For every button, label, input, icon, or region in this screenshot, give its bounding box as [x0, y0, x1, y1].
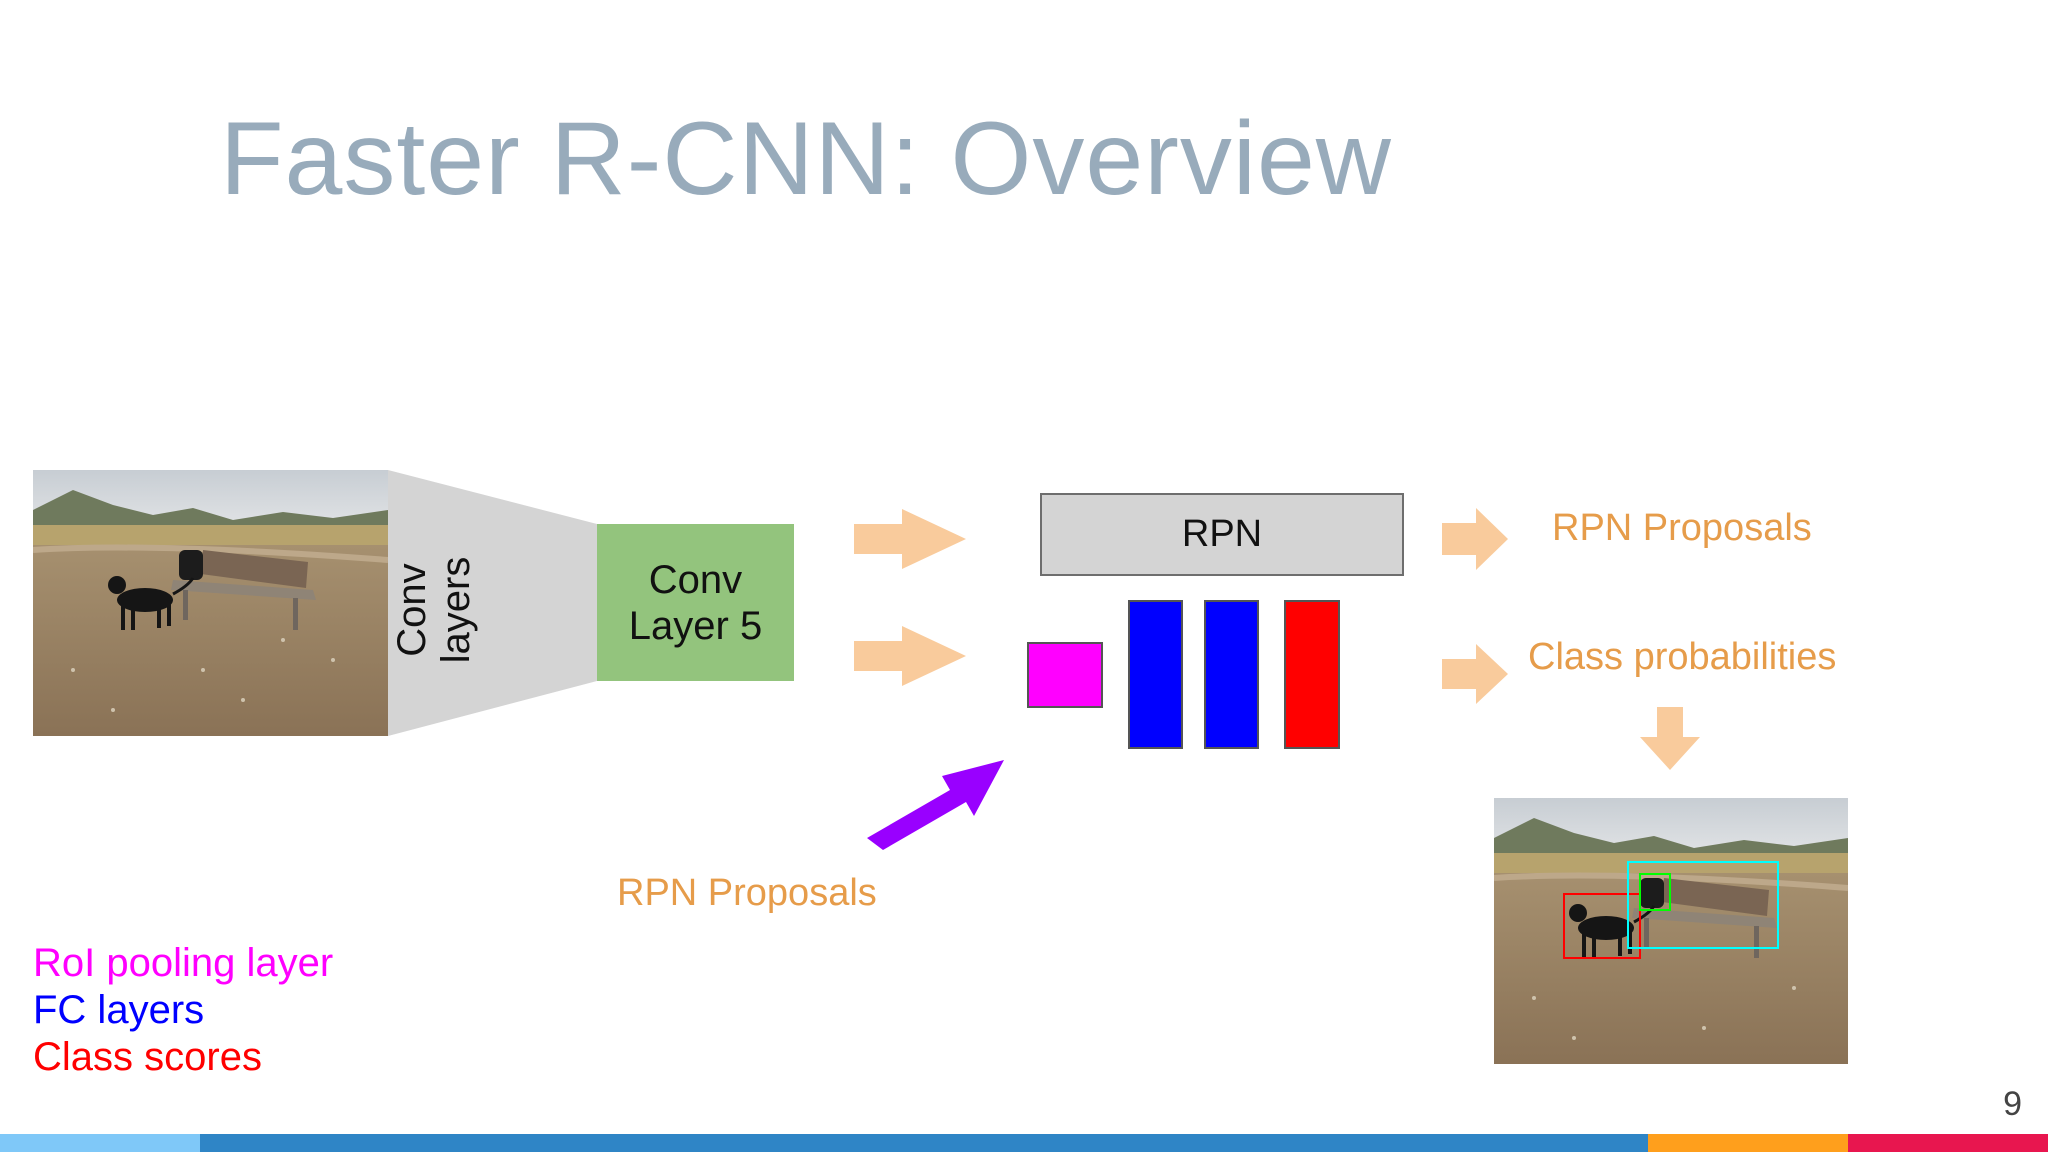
bottom-bar-segment-1	[0, 1134, 200, 1152]
bbox-backpack	[1639, 873, 1671, 911]
conv5-line2: Layer 5	[628, 603, 763, 648]
slide-title: Faster R-CNN: Overview	[220, 101, 1392, 217]
legend-fc-layers: FC layers	[33, 988, 205, 1032]
conv-layer-5-block: Conv Layer 5	[597, 524, 794, 681]
arrow-to-roi	[854, 626, 966, 686]
fc-layer-block-2	[1204, 600, 1259, 749]
legend-class-scores: Class scores	[33, 1035, 262, 1079]
arrow-to-rpn	[854, 509, 966, 569]
conv-layers-trapezoid	[388, 470, 597, 736]
arrow-class-probabilities	[1442, 644, 1508, 704]
conv-layers-line1: Conv	[390, 563, 434, 657]
bbox-dog	[1563, 893, 1641, 959]
legend-roi-pooling: RoI pooling layer	[33, 941, 334, 985]
bottom-bar-segment-4	[1848, 1134, 2048, 1152]
bottom-bar-segment-2	[200, 1134, 1648, 1152]
rpn-proposals-top-label: RPN Proposals	[1552, 507, 1812, 549]
class-scores-block	[1284, 600, 1340, 749]
input-photo	[33, 470, 388, 736]
conv5-line1: Conv	[648, 557, 743, 602]
legend: RoI pooling layer FC layers Class scores	[33, 940, 333, 1081]
bbox-bench	[1627, 861, 1779, 949]
class-probabilities-label: Class probabilities	[1528, 636, 1837, 678]
conv-layers-line2: layers	[434, 556, 478, 664]
purple-arrow	[867, 760, 1004, 850]
roi-pooling-block	[1027, 642, 1103, 708]
arrow-down-to-result	[1640, 707, 1700, 770]
rpn-block: RPN	[1040, 493, 1404, 576]
rpn-proposals-bottom-label: RPN Proposals	[617, 872, 877, 914]
arrow-rpn-proposals	[1442, 508, 1508, 570]
conv-layers-label: Conv layers	[390, 510, 490, 710]
bottom-bar-segment-3	[1648, 1134, 1848, 1152]
fc-layer-block-1	[1128, 600, 1183, 749]
page-number: 9	[2003, 1085, 2022, 1123]
output-photo	[1494, 798, 1848, 1064]
